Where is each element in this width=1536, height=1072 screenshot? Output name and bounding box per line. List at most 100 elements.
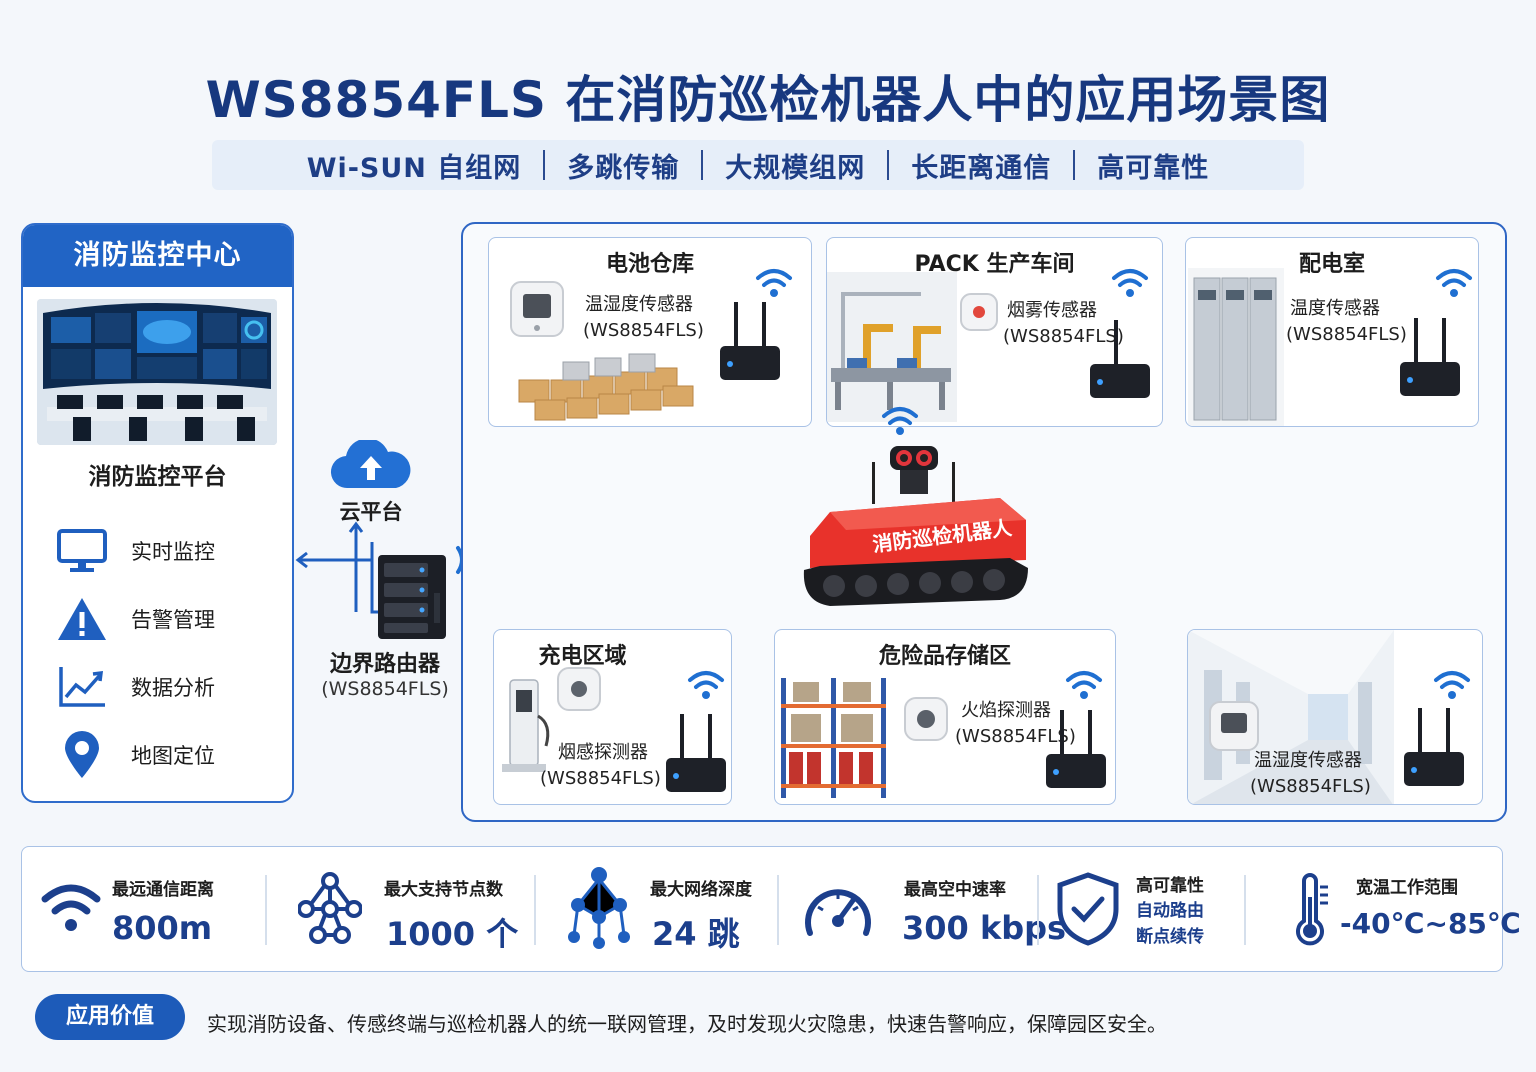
cloud-upload-icon [331, 440, 411, 489]
gateway-node-battery [720, 302, 780, 380]
spec-title: 宽温工作范围 [1356, 878, 1458, 898]
spec-max-nodes: 最大支持节点数 1000 个 [284, 847, 534, 971]
feature-divider [887, 150, 890, 180]
chart-icon [55, 661, 109, 713]
gateway-node-power-room [1400, 318, 1460, 396]
thermometer-icon [1296, 873, 1328, 946]
spec-feature: 自动路由 [1136, 901, 1204, 921]
smoke-sensor-icon [960, 293, 998, 331]
menu-item-label: 地图定位 [131, 744, 215, 768]
sensor-name: 温湿度传感器 [1254, 750, 1362, 771]
battery-boxes-image [518, 353, 694, 421]
application-value-text: 实现消防设备、传感终端与巡检机器人的统一联网管理，及时发现火灾隐患，快速告警响应… [207, 1012, 1167, 1036]
spec-divider [1244, 875, 1246, 945]
storage-rack-image [781, 678, 886, 798]
spec-divider [1037, 875, 1039, 945]
spec-feature: 断点续传 [1136, 927, 1204, 947]
spec-communication-distance: 最远通信距离 800m [22, 847, 266, 971]
zone-pack-workshop: PACK 生产车间 烟雾传感器 (WS8854FLS) [826, 237, 1163, 427]
gateway-node-hazard [1046, 710, 1106, 788]
wifi-icon [756, 269, 792, 297]
menu-item-label: 实时监控 [131, 540, 215, 564]
zone-title: 充电区域 [538, 644, 627, 669]
feature-divider [701, 150, 704, 180]
speedometer-icon [805, 889, 871, 936]
wifi-icon [1434, 671, 1470, 699]
border-router-model: (WS8854FLS) [321, 678, 449, 700]
sensor-model: (WS8854FLS) [1250, 776, 1371, 797]
wifi-icon [688, 671, 724, 699]
spec-title: 最远通信距离 [112, 880, 214, 900]
wifi-icon [1066, 671, 1102, 699]
wifi-icon [1436, 269, 1472, 297]
spec-divider [777, 875, 779, 945]
spec-title: 最大支持节点数 [384, 880, 503, 900]
menu-item-realtime-monitor[interactable]: 实时监控 [55, 525, 285, 577]
robot-wifi-icon [882, 407, 918, 435]
smoke-detector-icon [557, 667, 601, 711]
gateway-node-pack [1090, 320, 1150, 398]
spec-title: 高可靠性 [1136, 876, 1204, 896]
feature-divider [543, 150, 546, 180]
sensor-model: (WS8854FLS) [1286, 324, 1407, 345]
spec-title: 最大网络深度 [650, 880, 752, 900]
spec-reliability: 高可靠性 自动路由 断点续传 [1052, 847, 1242, 971]
menu-item-map-location[interactable]: 地图定位 [55, 729, 285, 781]
spec-value: 1000 个 [386, 915, 519, 953]
zone-title: 电池仓库 [605, 252, 694, 277]
spec-air-rate: 最高空中速率 300 kbps [794, 847, 1066, 971]
wifi-icon [1112, 269, 1148, 297]
temp-humidity-sensor-icon [1209, 701, 1259, 751]
sensor-model: (WS8854FLS) [1003, 326, 1124, 347]
wifi-icon [41, 884, 101, 931]
monitor-icon [55, 525, 109, 577]
menu-item-data-analysis[interactable]: 数据分析 [55, 661, 285, 713]
feature-item: 大规模组网 [725, 152, 866, 184]
border-router-device [378, 555, 446, 639]
sensor-name: 温度传感器 [1290, 298, 1380, 319]
feature-item: Wi-SUN 自组网 [306, 152, 522, 184]
border-router-label: 边界路由器 [329, 652, 440, 677]
warning-icon [55, 593, 109, 645]
sensor-model: (WS8854FLS) [540, 768, 661, 789]
production-line-image [827, 272, 957, 422]
sensor-model: (WS8854FLS) [955, 726, 1076, 747]
menu-item-label: 告警管理 [131, 608, 215, 632]
zone-title: 配电室 [1298, 252, 1365, 277]
spec-value: -40℃~85℃ [1340, 907, 1521, 940]
fire-patrol-robot [803, 446, 1028, 606]
monitoring-center-header: 消防监控中心 [23, 225, 292, 287]
switchgear-cabinet-image [1188, 268, 1284, 426]
zone-battery-warehouse: 电池仓库 温湿度传感器 (WS8854FLS) [488, 237, 812, 427]
feature-divider [1073, 150, 1076, 180]
platform-label: 消防监控平台 [88, 464, 227, 490]
feature-strip: Wi-SUN 自组网 多跳传输 大规模组网 长距离通信 高可靠性 [212, 140, 1304, 190]
feature-item: 长距离通信 [911, 152, 1052, 184]
temp-humidity-sensor-icon [510, 281, 564, 337]
monitoring-center-panel: 消防监控中心 消防监控平台 实时监控 告 [21, 223, 294, 803]
spec-value: 300 kbps [902, 909, 1067, 947]
menu-item-alarm-management[interactable]: 告警管理 [55, 593, 285, 645]
spec-title: 最高空中速率 [904, 880, 1006, 900]
cloud-platform-label: 云平台 [339, 500, 403, 524]
sensor-model: (WS8854FLS) [583, 320, 704, 341]
flame-detector-icon [904, 697, 948, 741]
network-nodes-icon [298, 872, 362, 944]
spec-bar: 最远通信距离 800m 最大支持节点数 1000 个 最大网络深度 24 跳 最… [21, 846, 1521, 972]
spec-divider [265, 875, 267, 945]
gateway-node-office [1404, 708, 1464, 786]
map-pin-icon [55, 729, 109, 781]
spec-value: 24 跳 [652, 915, 740, 953]
application-value-badge: 应用价值 [35, 994, 185, 1040]
spec-divider [534, 875, 536, 945]
zone-title: 危险品存储区 [878, 644, 1011, 669]
charging-station-image [502, 679, 550, 772]
control-room-image [37, 299, 277, 445]
zone-office-building: 办公楼区域 温湿度传感器 (WS8854FLS) [1187, 629, 1483, 805]
mesh-icon [568, 867, 630, 949]
sensor-name: 火焰探测器 [961, 700, 1051, 721]
shield-check-icon [1057, 872, 1119, 946]
gateway-node-charging [666, 714, 726, 792]
spec-temperature-range: 宽温工作范围 -40℃~85℃ [1262, 847, 1521, 971]
